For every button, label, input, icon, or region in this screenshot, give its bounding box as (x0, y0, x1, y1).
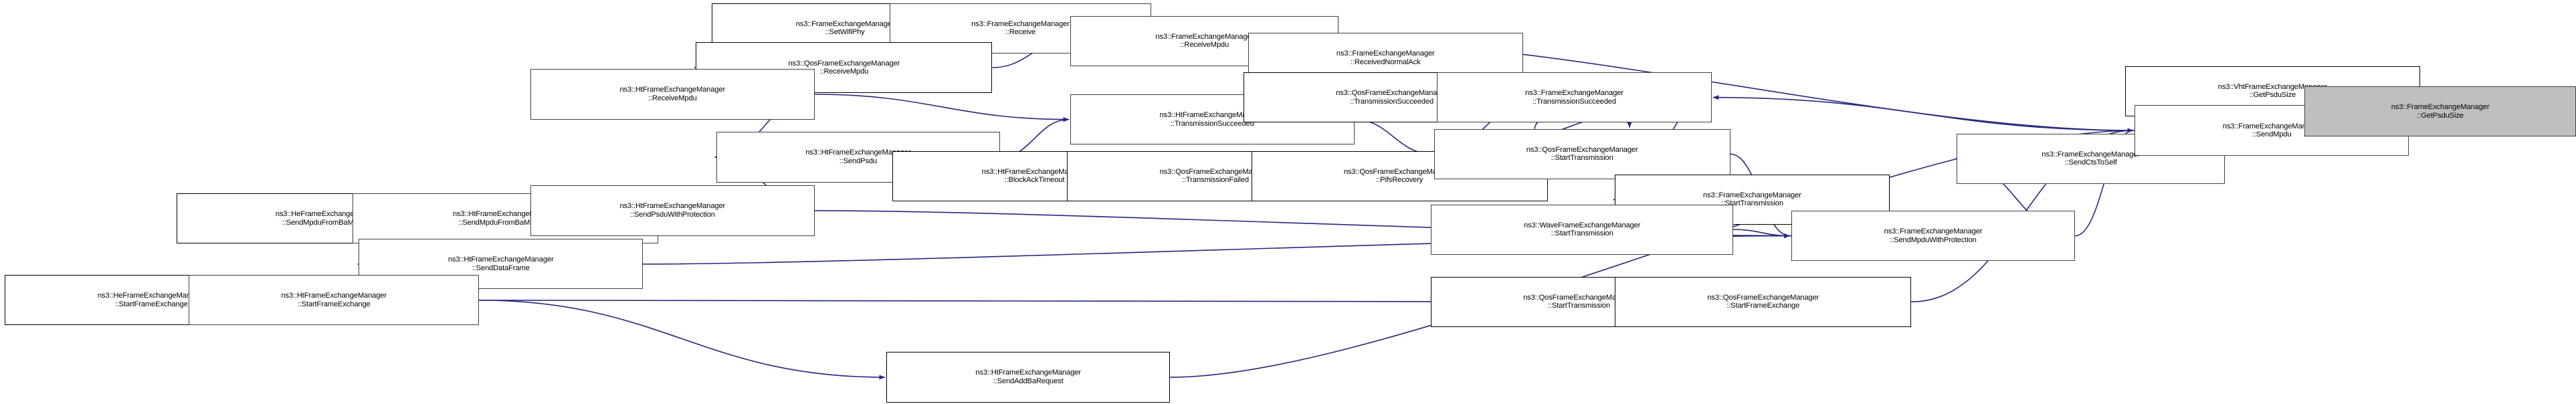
graph-node-n20[interactable]: ns3::FrameExchangeManager::SendMpdu (2134, 105, 2409, 156)
node-label-line1: ns3::HtFrameExchangeManager (619, 202, 726, 211)
node-label-line2: ::GetPsduSize (2417, 111, 2464, 120)
node-label-line2: ::PifsRecovery (1376, 176, 1423, 185)
node-label-line1: ns3::HeFrameExchangeManager (97, 292, 205, 300)
graph-node-n09[interactable]: ns3::FrameExchangeManager::TransmissionS… (1437, 72, 1712, 123)
node-label-line1: ns3::QosFrameExchangeManager (1526, 145, 1638, 154)
graph-node-n29[interactable]: ns3::QosFrameExchangeManager::StartFrame… (1615, 276, 1912, 327)
node-label-line1: ns3::FrameExchangeManager (2391, 103, 2490, 112)
graph-node-n04[interactable]: ns3::HtFrameExchangeManager::ReceiveMpdu (530, 69, 815, 120)
node-label-line1: ns3::FrameExchangeManager (2042, 150, 2140, 159)
node-label-line1: ns3::WaveFrameExchangeManager (1524, 221, 1641, 229)
node-label-line2: ::StartTransmission (1547, 302, 1611, 310)
node-label-line2: ::ReceivedNormalAck (1350, 58, 1421, 66)
node-label-line2: ::BlockAckTimeout (1004, 176, 1065, 185)
node-label-line1: ns3::FrameExchangeManager (2222, 122, 2321, 130)
node-label-line2: ::SendCtsToSelf (2064, 159, 2117, 167)
edge-n27-to-n30 (479, 300, 886, 380)
edge-n20-to-n09 (1712, 95, 2135, 131)
graph-node-n30[interactable]: ns3::HtFrameExchangeManager::SendAddBaRe… (886, 352, 1171, 403)
node-label-line2: ::ReceiveMpdu (1180, 41, 1229, 49)
node-label-line2: ::SendMpduFromBaManager (458, 218, 553, 227)
node-label-line1: ns3::QosFrameExchangeManager (1159, 167, 1272, 176)
node-label-line2: ::SendMpdu (2252, 130, 2292, 139)
graph-node-n14[interactable]: ns3::QosFrameExchangeManager::StartTrans… (1433, 128, 1730, 179)
graph-node-n16[interactable]: ns3::WaveFrameExchangeManager::StartTran… (1430, 204, 1734, 255)
node-label-line1: ns3::FrameExchangeManager (1884, 227, 1983, 235)
node-label-line1: ns3::FrameExchangeManager (1336, 49, 1435, 58)
node-label-line2: ::SendMpduWithProtection (1890, 235, 1977, 244)
graph-node-n24[interactable]: ns3::HtFrameExchangeManager::SendPsduWit… (530, 185, 815, 236)
node-label-line1: ns3::QosFrameExchangeManager (788, 59, 900, 68)
graph-node-n17[interactable]: ns3::FrameExchangeManager::SendMpduWithP… (1791, 210, 2076, 262)
node-label-line1: ns3::HtFrameExchangeManager (1159, 111, 1266, 120)
node-label-line2: ::SendDataFrame (472, 264, 530, 272)
node-label-line1: ns3::HtFrameExchangeManager (281, 292, 387, 300)
edge-n04-to-n07 (814, 94, 1070, 122)
node-label-line1: ns3::VhtFrameExchangeManager (2217, 82, 2327, 91)
node-label-line2: ::TransmissionSucceeded (1350, 97, 1434, 106)
node-label-line2: ::TransmissionSucceeded (1532, 97, 1616, 106)
node-label-line1: ns3::FrameExchangeManager (1703, 191, 1801, 199)
edge-n16-to-n17 (1733, 229, 1791, 239)
node-label-line2: ::TransmissionSucceeded (1170, 119, 1254, 128)
node-label-line1: ns3::QosFrameExchangeManager (1523, 293, 1635, 302)
node-label-line1: ns3::HtFrameExchangeManager (975, 369, 1081, 377)
node-label-line2: ::ReceiveMpdu (648, 94, 697, 102)
node-label-line2: ::SetWifiPhy (825, 28, 865, 37)
node-label-line1: ns3::HtFrameExchangeManager (981, 167, 1088, 176)
node-label-line2: ::ReceiveMpdu (819, 68, 869, 76)
node-label-line2: ::StartTransmission (1551, 229, 1613, 238)
node-label-line1: ns3::HtFrameExchangeManager (805, 148, 911, 157)
node-label-line2: ::SendPsduWithProtection (629, 210, 715, 219)
node-label-line1: ns3::QosFrameExchangeManager (1336, 89, 1448, 98)
node-label-line1: ns3::FrameExchangeManager (1525, 89, 1623, 98)
node-label-line1: ns3::QosFrameExchangeManager (1707, 293, 1819, 302)
node-label-line2: ::StartTransmission (1720, 199, 1783, 208)
node-label-line2: ::StartTransmission (1551, 154, 1613, 163)
node-label-line1: ns3::FrameExchangeManager (971, 19, 1070, 28)
node-label-line2: ::GetPsduSize (2249, 91, 2296, 100)
node-label-line2: ::SendPsdu (839, 157, 878, 165)
node-label-line1: ns3::HtFrameExchangeManager (619, 86, 726, 94)
node-label-line1: ns3::QosFrameExchangeManager (1343, 167, 1456, 176)
node-label-line2: ::Receive (1005, 28, 1036, 37)
node-label-line2: ::StartFrameExchange (297, 300, 371, 308)
node-label-line2: ::StartFrameExchange (1726, 302, 1800, 310)
node-label-line1: ns3::FrameExchangeManager (1155, 32, 1254, 41)
graph-node-n27[interactable]: ns3::HtFrameExchangeManager::StartFrameE… (189, 275, 480, 326)
node-label-line2: ::SendAddBaRequest (993, 377, 1064, 386)
node-label-line1: ns3::FrameExchangeManager (795, 19, 894, 28)
graph-node-n21: ns3::FrameExchangeManager::GetPsduSize (2304, 86, 2576, 137)
node-label-line2: ::TransmissionFailed (1182, 176, 1249, 185)
node-label-line2: ::StartFrameExchange (114, 300, 188, 308)
node-label-line1: ns3::HtFrameExchangeManager (448, 256, 554, 264)
edge-n07-to-n14 (1354, 118, 1433, 157)
